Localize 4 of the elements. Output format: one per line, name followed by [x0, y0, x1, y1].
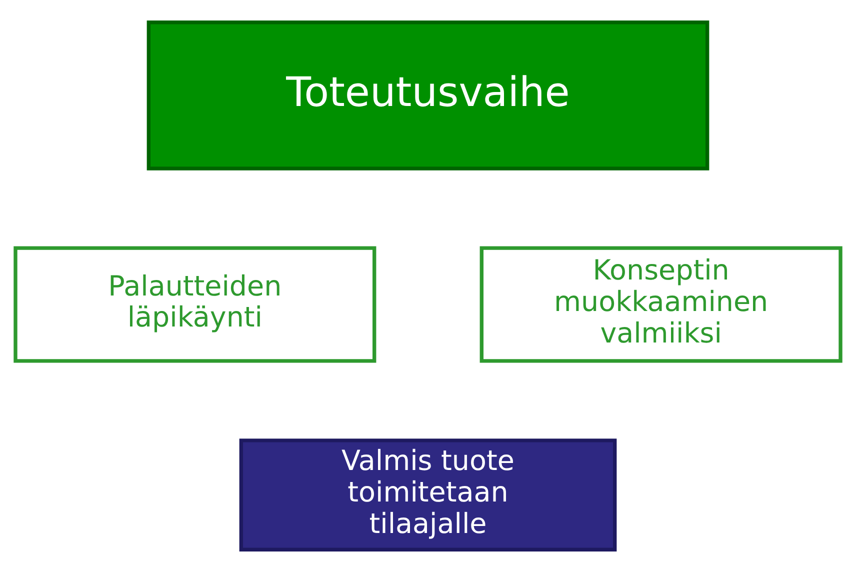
- node-box: Toteutusvaihe: [146, 20, 710, 170]
- node-box: Palautteiden läpikäynti: [14, 246, 376, 363]
- node-box: Valmis tuote toimitetaan tilaajalle: [239, 438, 617, 552]
- node-box: Konseptin muokkaaminen valmiiksi: [480, 246, 842, 363]
